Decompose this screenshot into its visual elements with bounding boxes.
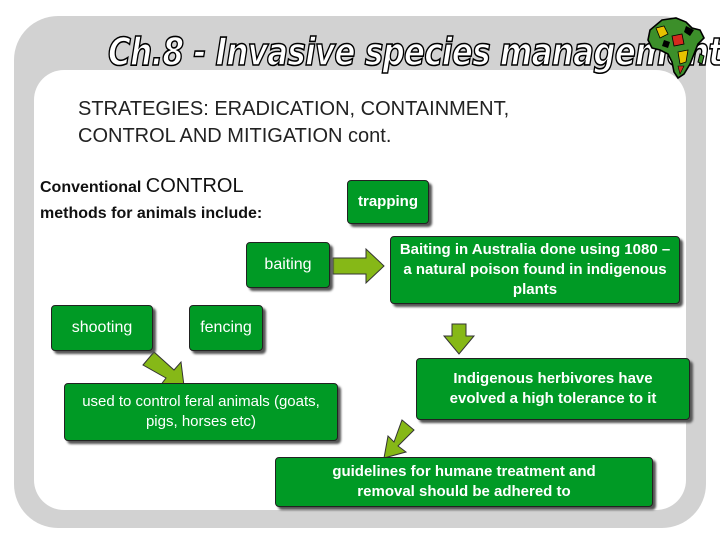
subtitle-line-1: STRATEGIES: ERADICATION, CONTAINMENT, — [78, 98, 510, 120]
arrow-baiting-to-australia — [332, 247, 385, 285]
slide-subtitle: STRATEGIES: ERADICATION, CONTAINMENT, CO… — [78, 96, 638, 150]
intro-text: Conventional CONTROL methods for animals… — [40, 173, 330, 227]
box-feral-animals: used to control feral animals (goats, pi… — [64, 383, 338, 441]
box-guidelines: guidelines for humane treatment and remo… — [275, 457, 653, 507]
intro-emphasis: CONTROL — [145, 175, 244, 197]
arrow-australia-to-herbivores — [442, 323, 476, 355]
intro-prefix: Conventional — [40, 179, 146, 196]
box-trapping: trapping — [347, 180, 429, 224]
box-herbivores: Indigenous herbivores have evolved a hig… — [416, 358, 690, 420]
arrow-shooting-to-feral — [142, 351, 185, 387]
subtitle-line-2: CONTROL AND MITIGATION cont. — [78, 125, 392, 147]
box-shooting: shooting — [51, 305, 153, 351]
box-baiting-australia: Baiting in Australia done using 1080 – a… — [390, 236, 680, 304]
box-fencing: fencing — [189, 305, 263, 351]
africa-map-icon — [647, 17, 705, 80]
intro-suffix: methods for animals include: — [40, 205, 263, 222]
arrow-herbivores-to-guidelines — [383, 419, 415, 459]
slide-title: Ch.8 - Invasive species management — [107, 26, 720, 78]
box-baiting: baiting — [246, 242, 330, 288]
slide-title-text: Ch.8 - Invasive species management — [107, 29, 720, 75]
